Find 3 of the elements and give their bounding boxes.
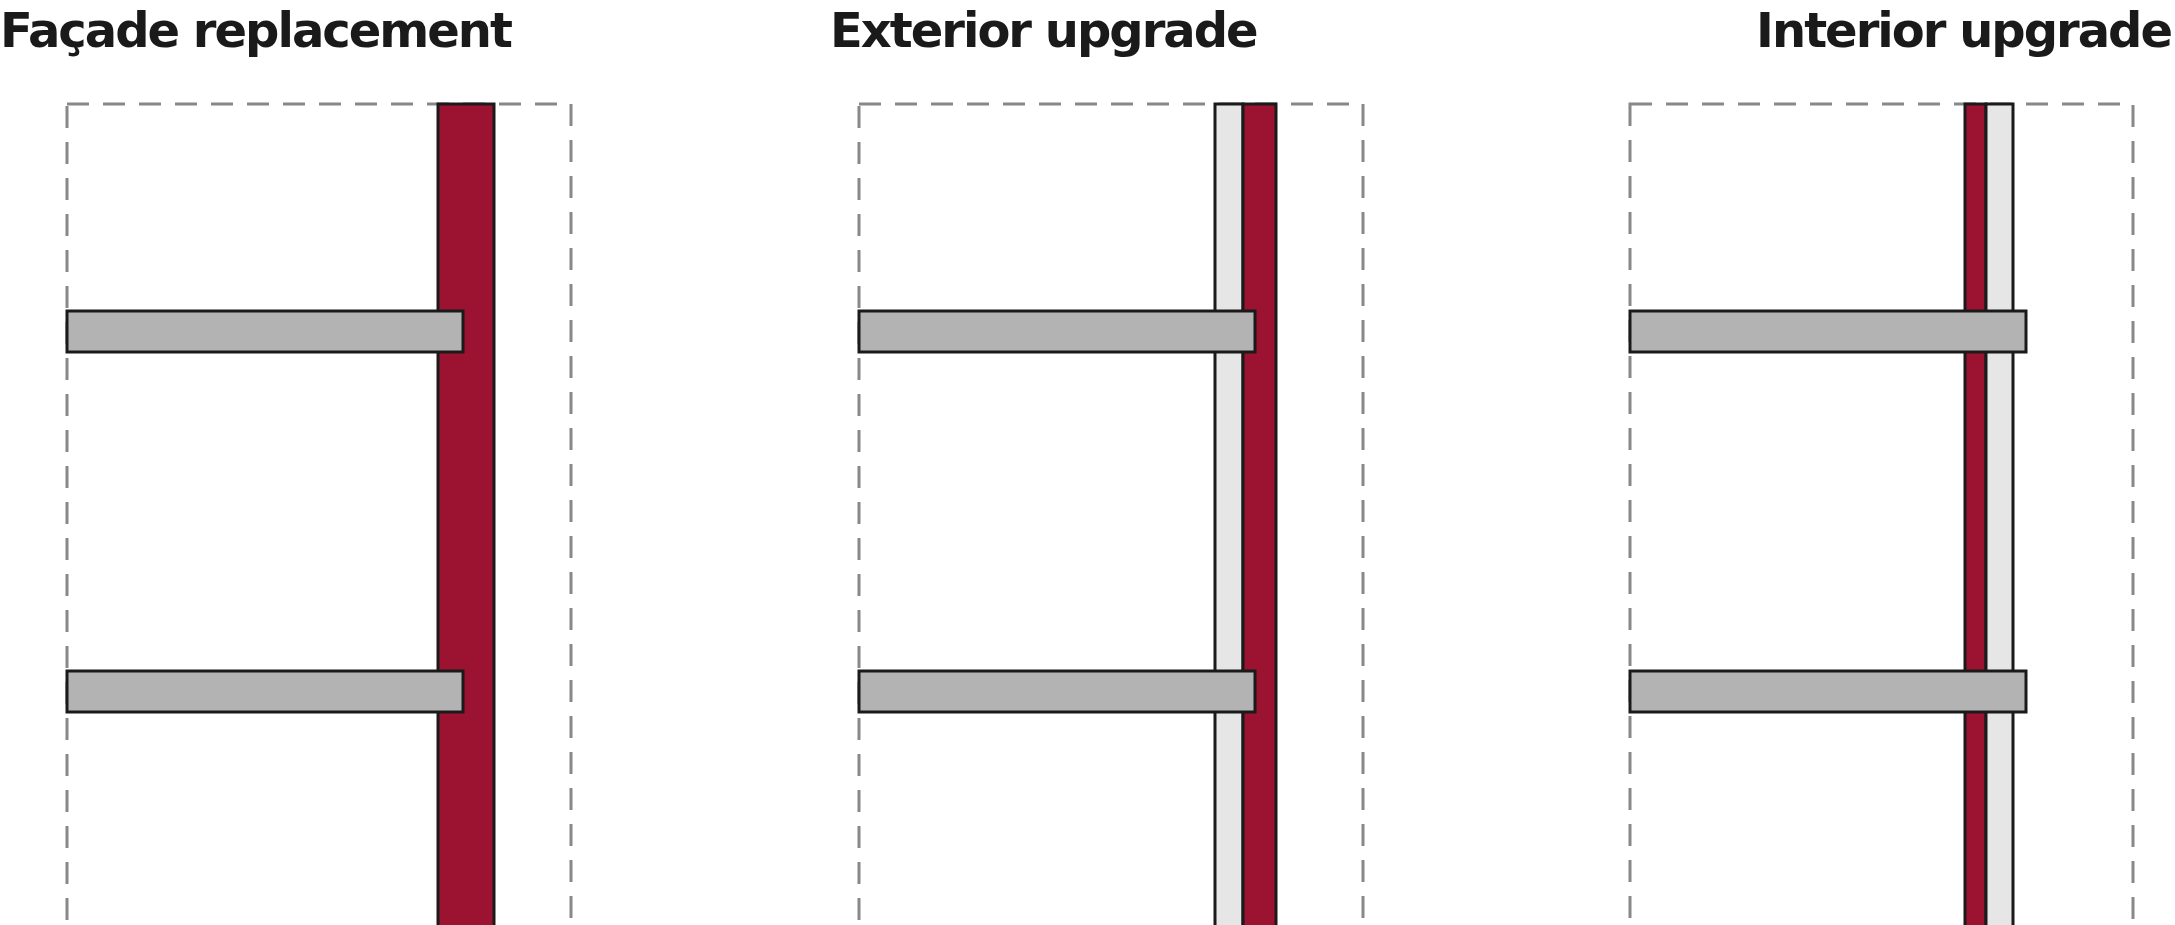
panel-heading: Interior upgrade xyxy=(1756,2,2171,58)
panel-heading: Exterior upgrade xyxy=(830,2,1257,58)
panel-heading: Façade replacement xyxy=(0,2,511,58)
